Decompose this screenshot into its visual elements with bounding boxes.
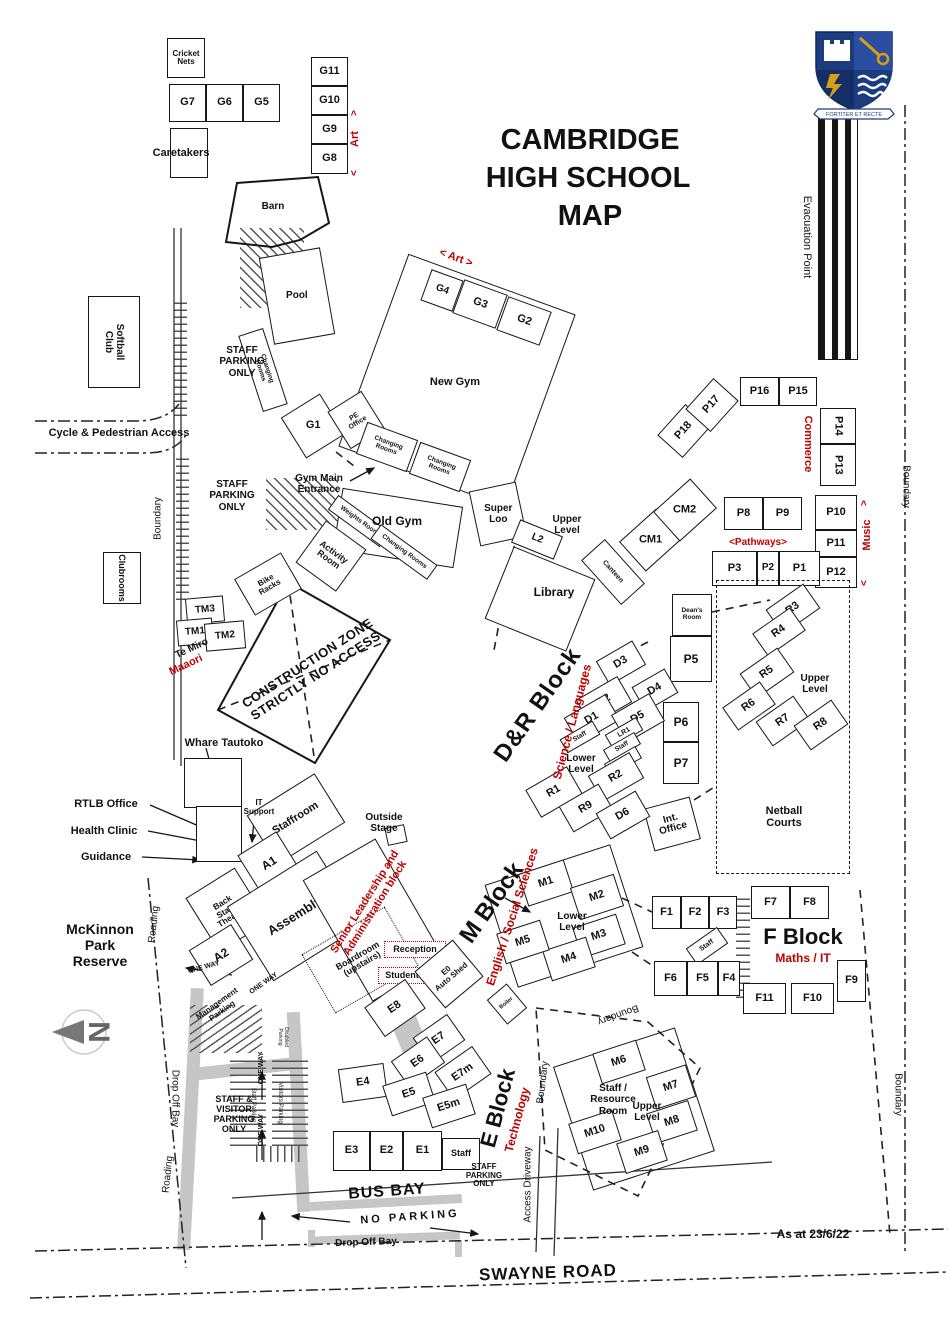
room-f3: F3 (709, 896, 737, 929)
drop-off-post-right (455, 1240, 462, 1257)
parking-hatch (272, 1058, 308, 1146)
waves-icon (857, 74, 888, 98)
room-f4: F4 (718, 961, 740, 996)
school-crest-icon: FORTITER ET RECTE (813, 31, 895, 120)
softball-club-building (88, 296, 140, 388)
room-g6: G6 (206, 84, 243, 122)
room-p5: P5 (670, 636, 712, 682)
room-f10: F10 (791, 983, 834, 1014)
room-p8: P8 (724, 497, 763, 530)
room-p15: P15 (779, 377, 817, 406)
room-p2: P2 (757, 551, 779, 586)
motto-text: FORTITER ET RECTE (826, 112, 882, 118)
room-p13: P13 (820, 444, 856, 486)
whare-tautoko-building (184, 758, 242, 808)
room-f11: F11 (743, 983, 786, 1014)
parking-hatch (190, 1005, 262, 1053)
building-outlines (216, 175, 392, 765)
key-icon (858, 36, 882, 58)
room-dean-s-room: Dean's Room (672, 594, 712, 636)
room-p7: P7 (663, 742, 699, 784)
room-tm2: TM2 (203, 620, 247, 652)
motto-banner (813, 108, 895, 120)
room-g8: G8 (311, 144, 348, 174)
room-g5: G5 (243, 84, 280, 122)
north-arrow-icon (52, 1020, 84, 1044)
room-f7: F7 (751, 886, 790, 919)
room-p14: P14 (820, 408, 856, 444)
room-f2: F2 (681, 896, 709, 929)
room-f9: F9 (837, 960, 866, 1002)
student-services-building (196, 806, 242, 862)
boundary-lines (29, 105, 948, 1299)
north-compass (52, 1009, 107, 1055)
caretakers-building (170, 128, 208, 178)
room-f5: F5 (687, 961, 718, 996)
room-f1: F1 (652, 896, 681, 929)
room-cricket-nets: Cricket Nets (167, 38, 205, 78)
room-e4: E4 (337, 1062, 389, 1104)
room-f6: F6 (654, 961, 687, 996)
barn-outline (224, 175, 331, 249)
room-g10: G10 (311, 86, 348, 115)
drop-off-post-left (308, 1230, 315, 1247)
road-edges (173, 228, 773, 1257)
castle-icon (824, 40, 850, 48)
netball-courts-area (716, 580, 850, 874)
parking-hatch (256, 1146, 304, 1162)
room-p10: P10 (815, 495, 857, 530)
room-p16: P16 (740, 377, 779, 406)
clubrooms-building (103, 552, 141, 604)
parking-hatch (176, 455, 189, 600)
construction-zone-outline (216, 580, 392, 765)
lightning-bolt-icon (826, 74, 842, 100)
room-staff: Staff (442, 1138, 480, 1170)
room-e3: E3 (333, 1131, 370, 1171)
room-g9: G9 (311, 115, 348, 144)
room-e2: E2 (370, 1131, 403, 1171)
room-p12: P12 (815, 557, 857, 588)
room-g7: G7 (169, 84, 206, 122)
room-p6: P6 (663, 702, 699, 742)
room-p9: P9 (763, 497, 802, 530)
room-f8: F8 (790, 886, 829, 919)
room-e1: E1 (403, 1131, 442, 1171)
room-g11: G11 (311, 57, 348, 86)
evacuation-point-area (818, 118, 858, 360)
room-p11: P11 (815, 530, 857, 557)
